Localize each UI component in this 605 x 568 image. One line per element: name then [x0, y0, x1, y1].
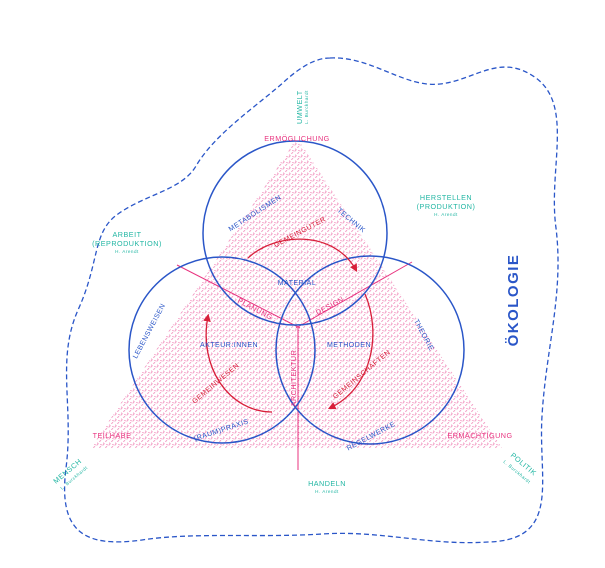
- center-methoden: METHODEN: [327, 342, 371, 349]
- domain-arbeit-sub: (REPRODUKTION): [92, 239, 162, 248]
- domain-herstellen-sub: (PRODUKTION): [417, 202, 476, 211]
- circle-right: [275, 255, 465, 445]
- circle-top: [202, 140, 388, 326]
- corner-left: TEILHABE: [93, 431, 132, 440]
- cycle-arrow-left: [203, 313, 273, 413]
- cycle-arrow-right: [327, 293, 374, 410]
- domain-herstellen: HERSTELLEN: [420, 193, 472, 202]
- domain-handeln-author: H. Arendt: [315, 489, 339, 494]
- corner-top: ERMÖGLICHUNG: [264, 134, 330, 143]
- domain-handeln: HANDELN: [308, 479, 346, 488]
- axis-line-right: [295, 261, 413, 329]
- center-material: MATERIAL: [278, 280, 317, 287]
- corner-right: ERMÄCHTIGUNG: [447, 431, 512, 440]
- domain-umwelt-author: L. Burckhardt: [304, 90, 309, 124]
- triangle-field: [91, 138, 502, 448]
- ecology-boundary: [64, 57, 559, 544]
- domain-herstellen-author: H. Arendt: [434, 212, 458, 217]
- cycle-arrow-top: [247, 238, 358, 273]
- overlap-architektur: ARCHITEKTUR: [289, 350, 298, 407]
- domain-arbeit-author: H. Arendt: [115, 249, 139, 254]
- domain-umwelt: UMWELT: [295, 90, 304, 124]
- domain-arbeit: ARBEIT: [113, 230, 142, 239]
- circle-left: [128, 256, 316, 444]
- outer-label: ÖKOLOGIE: [505, 254, 522, 347]
- center-akteurinnen: AKTEUR:INNEN: [200, 342, 258, 349]
- axis-line-left: [176, 264, 301, 329]
